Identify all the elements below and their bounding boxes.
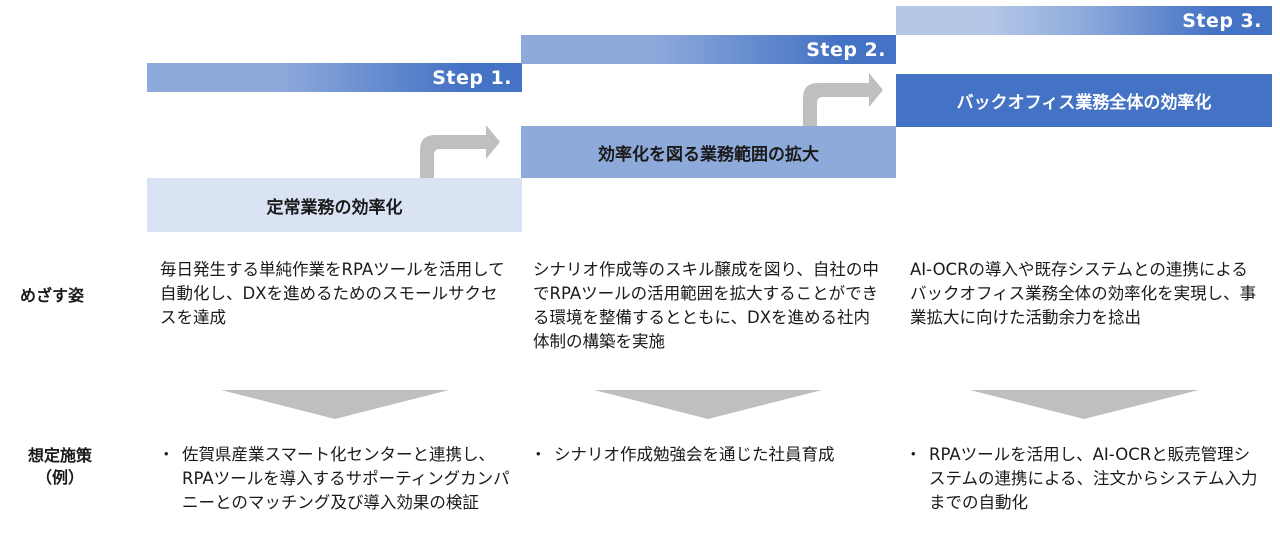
goal-row-label: めざす姿 [20,286,85,305]
step-2-measure-item: ・ シナリオ作成勉強会を通じた社員育成 [530,443,880,467]
measures-row-label-line2: （例） [35,468,84,487]
step-2-phase-title: 効率化を図る業務範囲の拡大 [598,144,819,165]
step-3-phase-title: バックオフィス業務全体の効率化 [956,93,1212,113]
step-2-bar: Step 2. [521,35,896,64]
measures-row-label: 想定施策 （例） [20,445,100,489]
step-1-measure-item: ・ 佐賀県産業スマート化センターと連携し、RPAツールを導入するサポーティングカ… [158,443,518,515]
step-3-label: Step 3. [1182,10,1262,32]
step-3-measure-text: RPAツールを活用し、AI-OCRと販売管理システムの連携による、注文からシステ… [929,445,1258,512]
step-1-label: Step 1. [432,67,512,89]
step-1-goal-text: 毎日発生する単純作業をRPAツールを活用して自動化し、DXを進めるためのスモール… [160,260,505,327]
step-2-goal-text: シナリオ作成等のスキル醸成を図り、自社の中でRPAツールの活用範囲を拡大すること… [533,260,879,351]
step-1-phase-title: 定常業務の効率化 [266,197,403,218]
bullet-icon: ・ [905,445,922,464]
measures-row-label-line1: 想定施策 [27,446,92,465]
step-2-label: Step 2. [806,39,886,61]
down-arrow-icon [221,390,449,419]
step-1-measure-text: 佐賀県産業スマート化センターと連携し、RPAツールを導入するサポーティングカンパ… [182,445,510,512]
down-arrow-icon [594,390,822,419]
step-2-measure-text: シナリオ作成勉強会を通じた社員育成 [554,445,835,464]
bent-arrow-icon [420,125,500,178]
step-3-measure-item: ・ RPAツールを活用し、AI-OCRと販売管理システムの連携による、注文からシ… [905,443,1265,515]
bullet-icon: ・ [158,445,175,464]
step-2-phase-box: 効率化を図る業務範囲の拡大 [521,126,896,178]
step-3-goal-text: AI-OCRの導入や既存システムとの連携によるバックオフィス業務全体の効率化を実… [910,260,1257,327]
down-arrow-icon [970,390,1199,419]
bent-arrow-icon [803,73,883,126]
step-1-bar: Step 1. [147,63,522,92]
bullet-icon: ・ [530,445,547,464]
step-3-phase-box: バックオフィス業務全体の効率化 [896,74,1272,127]
step-1-phase-box: 定常業務の効率化 [147,178,522,232]
step-3-bar: Step 3. [896,6,1272,35]
